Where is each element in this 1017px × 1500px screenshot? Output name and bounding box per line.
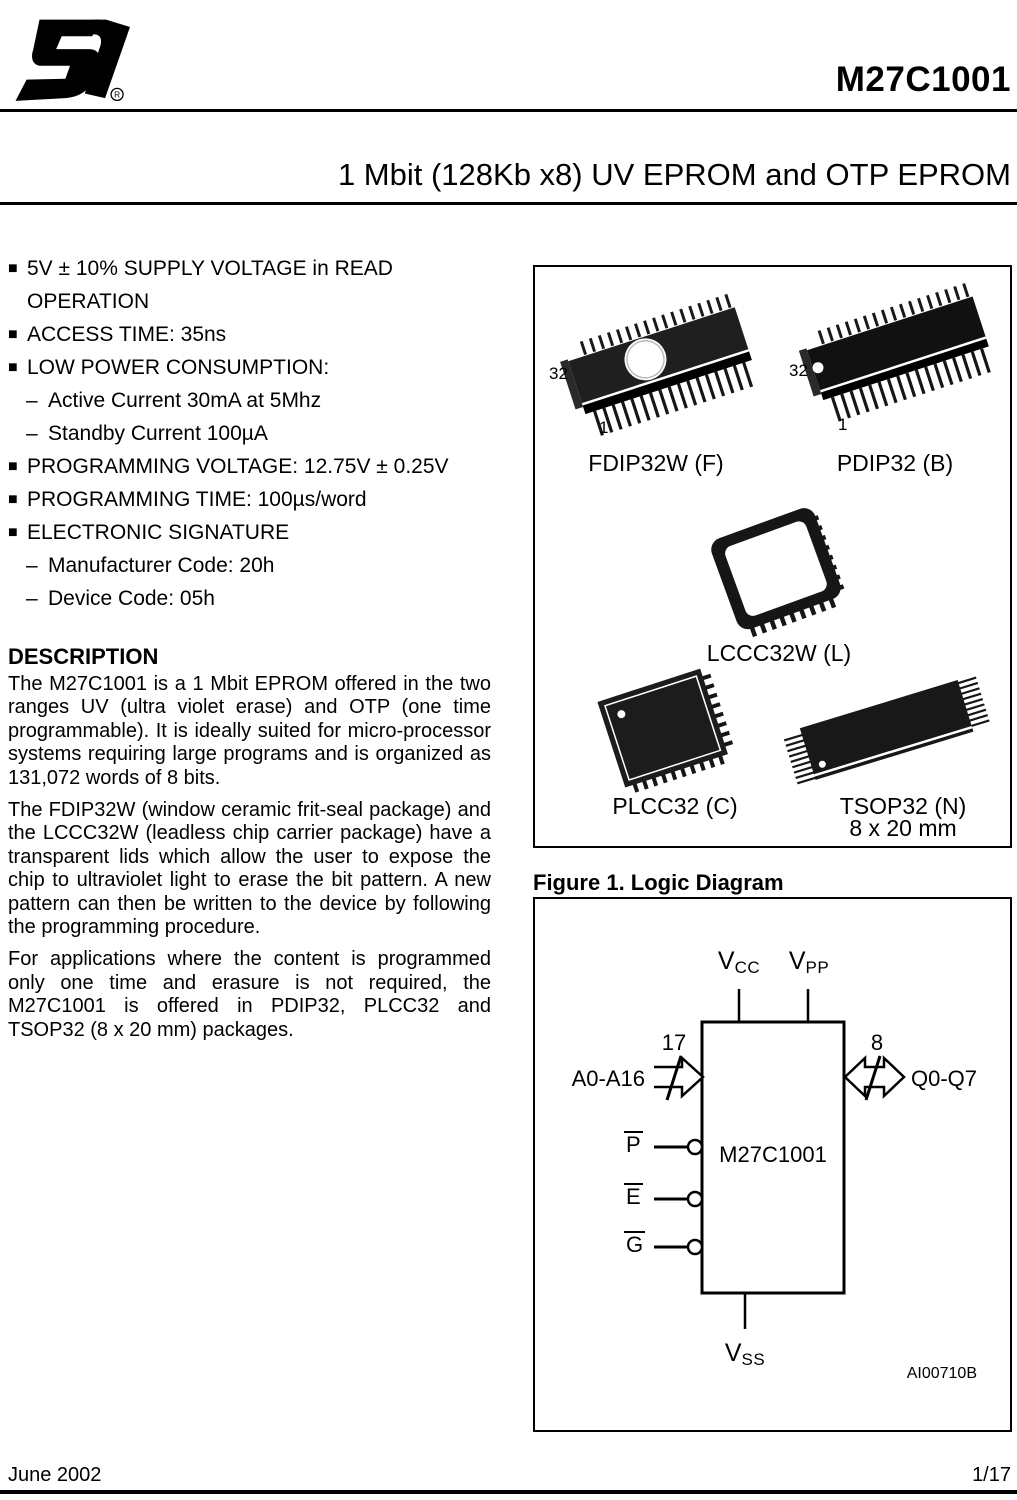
feature-text: LOW POWER CONSUMPTION: [27, 356, 330, 379]
data-bus-width: 8 [870, 1030, 884, 1055]
feature-text: ELECTRONIC SIGNATURE [27, 521, 290, 544]
bullet-square-icon: ■ [8, 491, 18, 508]
description-heading: DESCRIPTION [8, 644, 159, 669]
feature-item: ■ ELECTRONIC SIGNATURE [8, 516, 490, 549]
feature-text: PROGRAMMING TIME: 100µs/word [27, 488, 367, 511]
bullet-square-icon: ■ [8, 359, 18, 376]
fdip-pin1-label: 1 [599, 418, 609, 437]
fdip-package-label: FDIP32W (F) [588, 450, 724, 476]
pdip-package-label: PDIP32 (B) [836, 450, 954, 476]
figure1-caption: Figure 1. Logic Diagram [533, 870, 784, 895]
package-figure-box: 32 1 32 1 FDIP32W (F) PDIP32 (B) LCCC32W… [533, 265, 1012, 848]
tsop-package-label: TSOP32 (N) [839, 793, 967, 819]
chip-enable-pin-label: E [624, 1183, 643, 1209]
bullet-square-icon: ■ [8, 458, 18, 475]
feature-item: ■ LOW POWER CONSUMPTION: [8, 351, 490, 384]
figure-reference-code: AI00710B [906, 1365, 977, 1382]
feature-item: ■ ACCESS TIME: 35ns [8, 318, 490, 351]
header-rule [0, 109, 1017, 112]
address-bus-label: A0-A16 [571, 1066, 645, 1091]
footer-rule [0, 1490, 1017, 1494]
pdip-pin1-label: 1 [838, 415, 848, 434]
feature-subitem: –Manufacturer Code: 20h [8, 549, 490, 582]
st-logo-graphic: R [15, 19, 130, 102]
bullet-square-icon: ■ [8, 524, 18, 541]
footer-date: June 2002 [8, 1464, 102, 1486]
logic-diagram-box: VCC VPP 17 A0-A16 8 Q0-Q7 P E G M27C1001… [533, 897, 1012, 1432]
registered-mark: R [114, 90, 120, 100]
fdip32w-package-illustration [560, 292, 759, 436]
description-body: The M27C1001 is a 1 Mbit EPROM offered i… [8, 673, 491, 1051]
feature-subitem: –Standby Current 100µA [8, 417, 490, 450]
plcc-package-label: PLCC32 (C) [612, 793, 738, 819]
feature-text: Active Current 30mA at 5Mhz [48, 389, 322, 412]
data-bus-label: Q0-Q7 [911, 1066, 978, 1091]
tsop-package-dimensions: 8 x 20 mm [849, 815, 957, 841]
tsop32-package-illustration [783, 676, 991, 788]
bullet-square-icon: ■ [8, 326, 18, 343]
feature-text: Standby Current 100µA [48, 422, 268, 445]
feature-text: Device Code: 05h [48, 587, 215, 610]
fdip-pin32-label: 32 [549, 364, 568, 383]
feature-subitem: –Active Current 30mA at 5Mhz [8, 384, 490, 417]
feature-item: ■ PROGRAMMING VOLTAGE: 12.75V ± 0.25V [8, 450, 490, 483]
description-paragraph: For applications where the content is pr… [8, 948, 491, 1041]
chip-block-label: M27C1001 [719, 1142, 827, 1167]
feature-text: ACCESS TIME: 35ns [27, 323, 227, 346]
vss-pin-label: VSS [724, 1339, 766, 1369]
program-pin-label: P [624, 1131, 643, 1157]
feature-subitem: –Device Code: 05h [8, 582, 490, 615]
description-paragraph: The FDIP32W (window ceramic frit-seal pa… [8, 799, 491, 939]
address-bus-width: 17 [661, 1030, 687, 1055]
lccc-package-label: LCCC32W (L) [706, 640, 852, 666]
part-number: M27C1001 [835, 60, 1011, 99]
plcc32-package-illustration [597, 668, 734, 793]
footer-page-number: 1/17 [972, 1464, 1011, 1486]
lccc32w-package-illustration [711, 508, 845, 638]
output-enable-pin-label: G [624, 1231, 646, 1257]
feature-item: ■ PROGRAMMING TIME: 100µs/word [8, 483, 490, 516]
feature-item: ■ 5V ± 10% SUPPLY VOLTAGE in READ OPERATI… [8, 252, 490, 318]
feature-list: ■ 5V ± 10% SUPPLY VOLTAGE in READ OPERATI… [8, 252, 490, 615]
vcc-pin-label: VCC [717, 947, 761, 977]
package-illustrations [560, 282, 997, 793]
feature-text: PROGRAMMING VOLTAGE: 12.75V ± 0.25V [27, 455, 449, 478]
pdip-pin32-label: 32 [789, 361, 808, 380]
bullet-square-icon: ■ [8, 260, 18, 277]
dash-icon: – [26, 587, 38, 610]
title-rule [0, 202, 1017, 205]
dash-icon: – [26, 422, 38, 445]
page-title: 1 Mbit (128Kb x8) UV EPROM and OTP EPROM [337, 157, 1011, 192]
feature-text: Manufacturer Code: 20h [48, 554, 275, 577]
pdip32-package-illustration [798, 282, 997, 422]
feature-text: 5V ± 10% SUPPLY VOLTAGE in READ OPERATIO… [27, 257, 393, 313]
dash-icon: – [26, 554, 38, 577]
description-paragraph: The M27C1001 is a 1 Mbit EPROM offered i… [8, 673, 491, 789]
st-logo: R [10, 12, 130, 107]
vpp-pin-label: VPP [788, 947, 830, 977]
dash-icon: – [26, 389, 38, 412]
logic-diagram-graphics [654, 989, 906, 1329]
